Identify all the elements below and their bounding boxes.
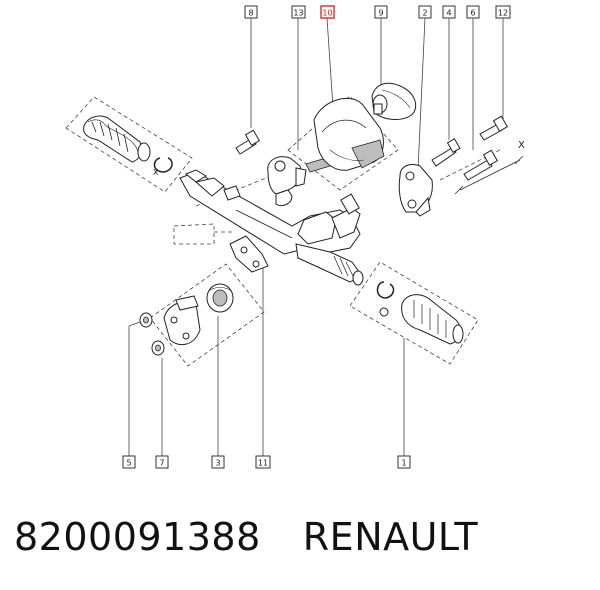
callout-12[interactable]: 12	[495, 5, 511, 122]
callout-2[interactable]: 2	[417, 5, 432, 171]
bracket-plate-11	[229, 235, 269, 273]
callout-4[interactable]: 4	[442, 5, 456, 140]
callout-7[interactable]: 7	[155, 358, 169, 469]
callout-3[interactable]: 3	[211, 316, 225, 469]
heat-shield-10	[313, 97, 385, 171]
group-outline-mount-left	[149, 263, 265, 367]
part-number: 8200091388	[14, 515, 261, 559]
group-outline-right-boot	[349, 261, 479, 365]
left-clip	[153, 157, 173, 173]
svg-text:3: 3	[215, 459, 220, 468]
callout-1[interactable]: 1	[397, 338, 411, 469]
bolt-6	[463, 149, 499, 181]
bracket-clamp-2	[398, 163, 433, 217]
nut-5	[139, 312, 153, 328]
svg-text:X: X	[153, 168, 159, 177]
right-clip	[376, 281, 395, 299]
callout-13[interactable]: 13	[291, 5, 306, 150]
svg-text:11: 11	[258, 459, 268, 468]
mount-cup-9	[371, 82, 417, 120]
brand-name: RENAULT	[302, 515, 479, 559]
svg-text:13: 13	[293, 9, 303, 18]
svg-text:X: X	[518, 140, 525, 151]
group-outline-left-boot	[65, 96, 193, 193]
parts-diagram: 8 13 10 9 2 4 6 12 5	[65, 5, 525, 469]
svg-text:2: 2	[422, 9, 427, 18]
bracket-clamp-upper	[267, 156, 307, 207]
nut-7	[151, 340, 165, 356]
bolt-4	[431, 138, 461, 167]
x-dimension: X X	[153, 140, 525, 195]
callout-10[interactable]: 10	[320, 5, 335, 109]
bolt-8	[235, 129, 261, 155]
bush-3	[206, 283, 234, 313]
svg-text:5: 5	[126, 459, 131, 468]
group-outline-small	[173, 223, 215, 245]
group-outline-shield	[287, 95, 399, 191]
callout-6[interactable]: 6	[466, 5, 480, 150]
svg-text:1: 1	[401, 459, 406, 468]
lower-clamp-bracket	[163, 295, 201, 346]
svg-text:9: 9	[378, 9, 383, 18]
callout-5[interactable]: 5	[122, 321, 141, 469]
svg-text:8: 8	[248, 9, 253, 18]
callout-9[interactable]: 9	[374, 5, 388, 85]
steering-rack	[179, 169, 364, 286]
svg-text:12: 12	[498, 9, 508, 18]
bolt-12	[479, 115, 509, 141]
part-caption: 8200091388 RENAULT	[14, 515, 478, 559]
svg-text:7: 7	[159, 459, 164, 468]
callout-8[interactable]: 8	[244, 5, 258, 128]
svg-text:6: 6	[470, 9, 475, 18]
callout-11[interactable]: 11	[255, 268, 271, 469]
svg-text:10: 10	[322, 9, 332, 18]
right-boot-1	[379, 294, 464, 345]
left-boot	[83, 115, 151, 163]
svg-text:4: 4	[446, 9, 451, 18]
